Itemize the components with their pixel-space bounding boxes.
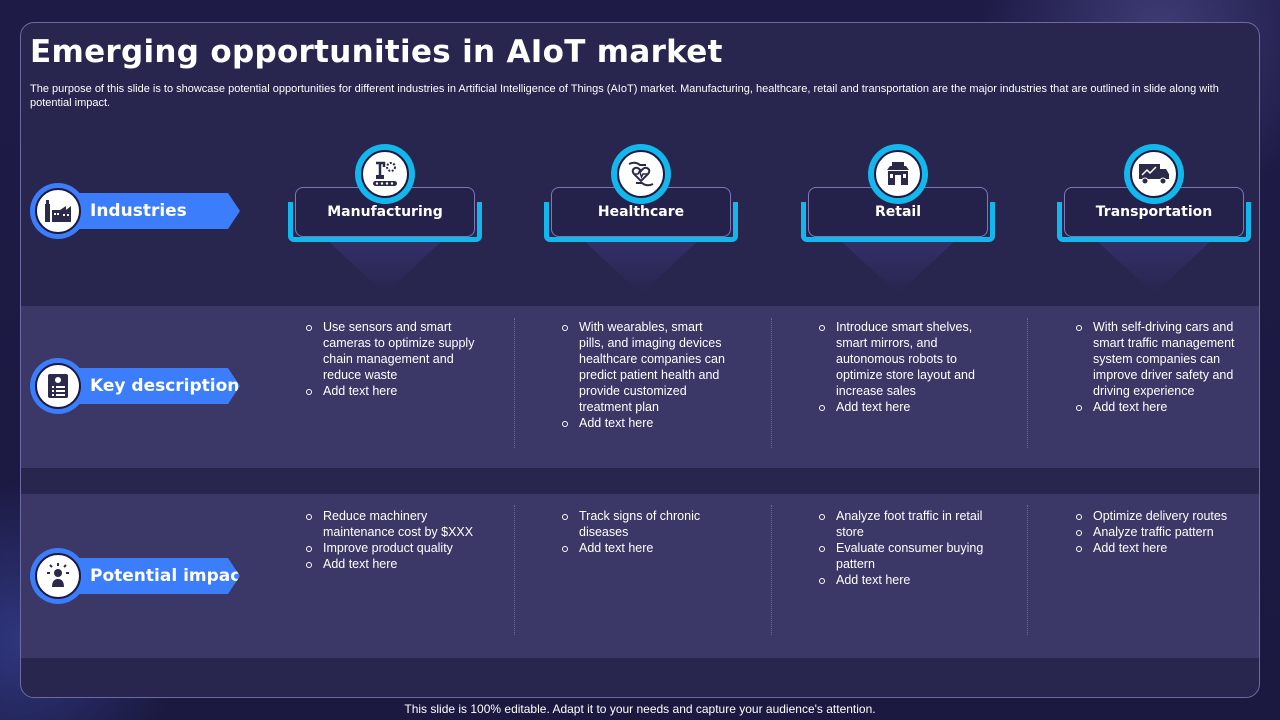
description-manufacturing: Use sensors and smart cameras to optimiz… <box>305 319 475 399</box>
list-item: Add text here <box>818 572 988 588</box>
list-item: With wearables, smart pills, and imaging… <box>561 319 731 415</box>
factory-icon <box>35 188 81 234</box>
list-item: Add text here <box>561 540 731 556</box>
industry-header-manufacturing: Manufacturing <box>288 144 482 294</box>
document-list-icon <box>35 363 81 409</box>
column-divider <box>771 318 772 448</box>
description-retail: Introduce smart shelves, smart mirrors, … <box>818 319 990 415</box>
page-subtitle: The purpose of this slide is to showcase… <box>30 83 1219 109</box>
description-healthcare: With wearables, smart pills, and imaging… <box>561 319 731 431</box>
list-item: Use sensors and smart cameras to optimiz… <box>305 319 475 383</box>
industry-header-transportation: Transportation <box>1057 144 1251 294</box>
list-item: Analyze foot traffic in retail store <box>818 508 988 540</box>
delivery-truck-icon <box>1130 150 1178 198</box>
list-item: Track signs of chronic diseases <box>561 508 731 540</box>
list-item: Introduce smart shelves, smart mirrors, … <box>818 319 990 399</box>
row-label-key-description: Key description <box>30 358 245 414</box>
row-label-key-description-text: Key description <box>90 376 240 396</box>
impact-transportation: Optimize delivery routes Analyze traffic… <box>1075 508 1255 556</box>
industry-name: Retail <box>874 204 921 220</box>
list-item: With self-driving cars and smart traffic… <box>1075 319 1245 399</box>
list-item: Add text here <box>561 415 731 431</box>
industry-name: Transportation <box>1095 204 1213 220</box>
row-label-industries-text: Industries <box>90 201 187 221</box>
impact-healthcare: Track signs of chronic diseases Add text… <box>561 508 731 556</box>
list-item: Add text here <box>1075 399 1245 415</box>
column-divider <box>514 318 515 448</box>
row-label-potential-impact-text: Potential impact <box>90 566 249 586</box>
impact-manufacturing: Reduce machinery maintenance cost by $XX… <box>305 508 475 572</box>
store-icon <box>874 150 922 198</box>
column-divider <box>1027 505 1028 635</box>
row-label-potential-impact: Potential impact <box>30 548 245 604</box>
person-impact-icon <box>35 553 81 599</box>
list-item: Add text here <box>818 399 990 415</box>
description-transportation: With self-driving cars and smart traffic… <box>1075 319 1245 415</box>
list-item: Add text here <box>305 383 475 399</box>
page-title: Emerging opportunities in AIoT market <box>30 34 723 70</box>
factory-robot-arm-icon <box>361 150 409 198</box>
list-item: Evaluate consumer buying pattern <box>818 540 988 572</box>
industry-name: Healthcare <box>597 204 685 220</box>
column-divider <box>1027 318 1028 448</box>
hand-heart-icon <box>617 150 665 198</box>
industry-header-healthcare: Healthcare <box>544 144 738 294</box>
column-divider <box>514 505 515 635</box>
list-item: Add text here <box>305 556 475 572</box>
footer-note: This slide is 100% editable. Adapt it to… <box>404 702 876 716</box>
industry-name: Manufacturing <box>327 204 443 220</box>
row-label-industries: Industries <box>30 183 245 239</box>
list-item: Reduce machinery maintenance cost by $XX… <box>305 508 475 540</box>
list-item: Improve product quality <box>305 540 475 556</box>
impact-retail: Analyze foot traffic in retail store Eva… <box>818 508 988 588</box>
list-item: Analyze traffic pattern <box>1075 524 1255 540</box>
column-divider <box>771 505 772 635</box>
industry-header-retail: Retail <box>801 144 995 294</box>
list-item: Add text here <box>1075 540 1255 556</box>
list-item: Optimize delivery routes <box>1075 508 1255 524</box>
